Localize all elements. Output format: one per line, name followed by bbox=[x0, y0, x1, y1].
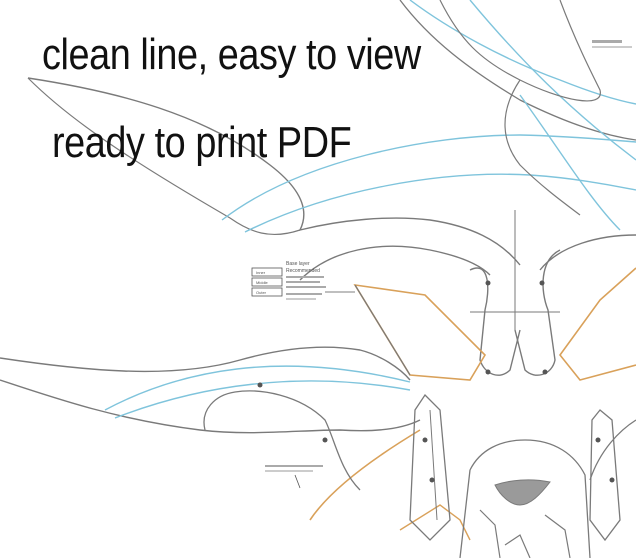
wing-outline-lower-left-2 bbox=[0, 379, 421, 434]
panel-edge-left-inner bbox=[354, 284, 411, 376]
annotation-top-right-2 bbox=[592, 46, 632, 48]
wing-edge-top-right bbox=[439, 0, 601, 102]
seam-line-2 bbox=[244, 173, 636, 233]
seam-line-lower-1 bbox=[104, 365, 411, 411]
annotation-top-right bbox=[592, 40, 622, 43]
right-lower-curve bbox=[589, 419, 636, 481]
panel-edge-right-upper bbox=[558, 267, 636, 381]
torso-center-right bbox=[514, 249, 561, 376]
legend-box: Base layer Recommended Inner Middle Oute… bbox=[251, 261, 355, 300]
wing-outline-lower-left bbox=[0, 346, 411, 381]
wing-outline-top-right bbox=[399, 0, 636, 141]
headline-clean-line: clean line, easy to view bbox=[42, 30, 421, 79]
panel-edge-bottom-left bbox=[399, 504, 471, 541]
bottom-gusset-dark bbox=[494, 479, 551, 506]
bottom-center-piece bbox=[459, 439, 591, 558]
seam-line-top-right-3 bbox=[519, 94, 621, 231]
legend-title: Base layer bbox=[286, 261, 310, 267]
seam-line-1 bbox=[221, 134, 636, 221]
torso-top-arc-right bbox=[539, 234, 636, 271]
wing-curl-lower bbox=[203, 390, 361, 491]
wing-outline-top-left bbox=[27, 77, 521, 266]
torso-center-left bbox=[469, 267, 521, 376]
seam-line-top-right-1 bbox=[409, 0, 636, 105]
legend-row-1: Inner bbox=[256, 270, 266, 275]
wing-edge-right bbox=[504, 79, 581, 216]
notch-markers bbox=[257, 280, 615, 483]
seam-line-top-right-2 bbox=[469, 0, 636, 161]
side-strip-left-inner bbox=[429, 409, 438, 521]
side-strip-left bbox=[409, 393, 451, 541]
panel-edge-left-upper bbox=[353, 283, 487, 381]
bottom-lower-right bbox=[544, 514, 571, 558]
legend-row-3: Outer bbox=[256, 290, 267, 295]
wing-outline-top-left-inner bbox=[27, 77, 301, 236]
legend-row-2: Middle bbox=[256, 280, 269, 285]
side-strip-right bbox=[589, 409, 621, 542]
seam-line-lower-2 bbox=[114, 380, 411, 419]
legend-subtitle: Recommended bbox=[286, 268, 320, 274]
bottom-lower-left bbox=[479, 509, 501, 558]
annotation-lower-left bbox=[265, 465, 323, 489]
bottom-small-notch bbox=[504, 534, 531, 558]
torso-top-arc bbox=[299, 245, 491, 281]
headline-ready-to-print: ready to print PDF bbox=[52, 118, 352, 167]
panel-edge-left-lower bbox=[309, 429, 421, 521]
